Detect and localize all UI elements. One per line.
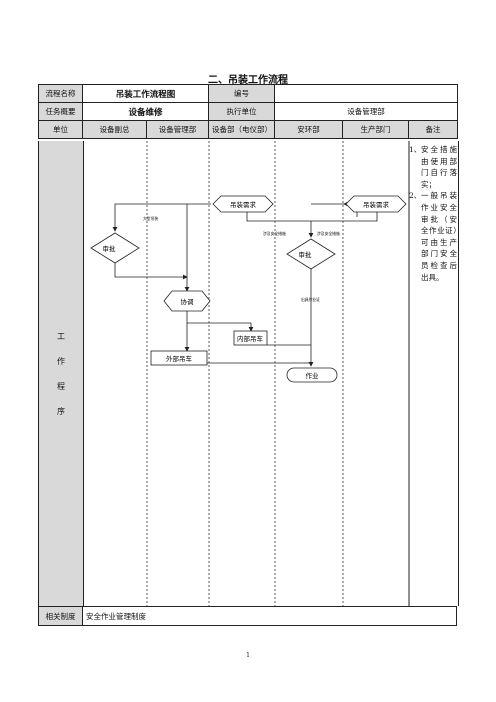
flow-name-label: 流程名称 <box>38 84 83 103</box>
footer-table: 相关制度 安全作业管理制度 <box>38 606 457 626</box>
remark-text: 安全措施由使用部门自行落实； <box>421 145 457 189</box>
remark-number: 2、 <box>409 191 422 201</box>
connector <box>112 203 211 232</box>
flow-note: 大型吊装 <box>143 216 158 221</box>
flow-node-req1: 吊装需求 <box>212 195 274 213</box>
column-header: 备注 <box>408 120 459 139</box>
flow-node-approve1: 审批 <box>90 232 140 264</box>
column-header: 安环部 <box>274 120 344 139</box>
flow-node-label: 审批 <box>103 244 117 253</box>
column-header: 设备管理部 <box>145 120 210 139</box>
process-label-char: 序 <box>57 407 65 416</box>
connector <box>114 263 188 280</box>
flow-node-label: 外部吊车 <box>166 354 193 363</box>
number-value <box>274 84 459 103</box>
process-label-char: 程 <box>57 382 65 391</box>
related-label: 相关制度 <box>38 606 83 626</box>
flow-note: 涉及安全措施 <box>263 231 286 236</box>
page-title: 二、吊装工作流程 <box>208 75 288 86</box>
process-label-char: 作 <box>57 357 65 366</box>
flow-node-label: 作业 <box>306 371 320 380</box>
column-header: 生产部门 <box>342 120 410 139</box>
flowchart-area: 工 作 程 序 <box>38 141 459 606</box>
related-value: 安全作业管理制度 <box>82 606 457 626</box>
connector <box>187 322 254 332</box>
remark-item: 2、 一般吊装作业安全审批（安全作业证）可由生产部门安全员检查后出具。 <box>409 190 457 283</box>
number-label: 编号 <box>208 84 276 103</box>
flow-node-internal: 内部吊车 <box>233 330 268 346</box>
flow-node-label: 吊装需求 <box>363 200 390 209</box>
page-number: 1 <box>246 652 250 659</box>
exec-unit-label: 执行单位 <box>208 102 276 121</box>
flow-node-external: 外部吊车 <box>150 350 208 366</box>
header-table: 流程名称 吊装工作流程图 编号 任务概要 设备维修 执行单位 设备管理部 单位 … <box>38 84 459 139</box>
flowchart-svg: 吊装需求 吊装需求 审批 审批 协调 内部吊车 外部吊车 <box>90 141 410 606</box>
task-label: 任务概要 <box>38 102 83 121</box>
column-header: 设备副总 <box>82 120 147 139</box>
remark-text: 一般吊装作业安全审批（安全作业证）可由生产部门安全员检查后出具。 <box>421 191 457 282</box>
flow-node-label: 内部吊车 <box>237 334 264 343</box>
connector <box>246 212 314 238</box>
flow-node-approve2: 审批 <box>286 238 336 270</box>
column-header: 单位 <box>38 120 83 139</box>
process-label-char: 工 <box>57 332 65 341</box>
flow-note: 出具作业证 <box>301 297 320 302</box>
remarks: 1、 安全措施由使用部门自行落实； 2、 一般吊装作业安全审批（安全作业证）可由… <box>409 144 457 283</box>
flow-name-value: 吊装工作流程图 <box>81 84 210 103</box>
remark-item: 1、 安全措施由使用部门自行落实； <box>409 144 457 190</box>
flow-node-label: 协调 <box>181 297 194 306</box>
flow-note: 涉及安全措施 <box>317 231 340 236</box>
flow-node-coordinate: 协调 <box>163 290 211 312</box>
flow-node-label: 吊装需求 <box>230 200 257 209</box>
exec-unit-value: 设备管理部 <box>274 102 459 121</box>
column-header: 设备部（电仪部） <box>208 120 276 139</box>
task-value: 设备维修 <box>81 102 210 121</box>
connector <box>311 212 378 222</box>
process-label-column: 工 作 程 序 <box>39 141 84 606</box>
flow-node-req2: 吊装需求 <box>345 195 407 213</box>
flow-node-label: 审批 <box>299 250 313 259</box>
remark-number: 1、 <box>409 145 422 154</box>
flow-node-work: 作业 <box>286 367 338 383</box>
